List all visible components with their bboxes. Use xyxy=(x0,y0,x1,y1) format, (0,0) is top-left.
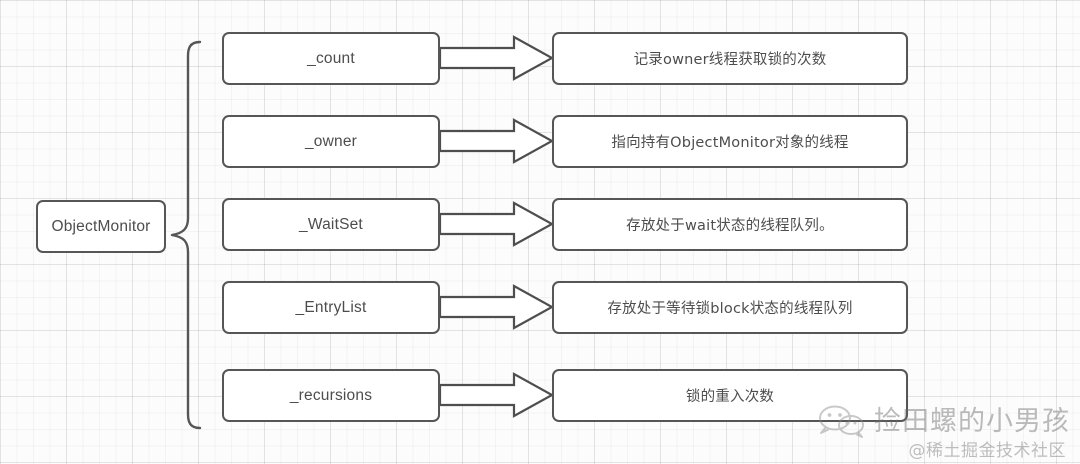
node-desc-2[interactable]: 存放处于wait状态的线程队列。 xyxy=(552,198,908,251)
block-arrow-icon-0 xyxy=(440,35,554,81)
node-field-2-label: _WaitSet xyxy=(299,215,363,233)
node-field-3-label: _EntryList xyxy=(295,298,367,316)
node-field-0-label: _count xyxy=(307,49,355,67)
block-arrow-icon-3 xyxy=(440,284,554,330)
node-desc-3[interactable]: 存放处于等待锁block状态的线程队列 xyxy=(552,281,908,334)
watermark-source: @稀土掘金技术社区 xyxy=(908,441,1066,461)
block-arrow-icon-1 xyxy=(440,118,554,164)
node-desc-0[interactable]: 记录owner线程获取锁的次数 xyxy=(552,32,908,85)
node-desc-2-label: 存放处于wait状态的线程队列。 xyxy=(626,218,834,234)
node-field-1-label: _owner xyxy=(304,132,358,150)
curly-brace-icon xyxy=(170,40,202,430)
node-desc-4-label: 锁的重入次数 xyxy=(685,389,775,405)
node-field-4-label: _recursions xyxy=(289,386,373,404)
node-desc-4[interactable]: 锁的重入次数 xyxy=(552,369,908,422)
node-field-4[interactable]: _recursions xyxy=(222,369,440,422)
node-desc-1[interactable]: 指向持有ObjectMonitor对象的线程 xyxy=(552,115,908,168)
block-arrow-icon-4 xyxy=(440,372,554,418)
node-field-2[interactable]: _WaitSet xyxy=(222,198,440,251)
node-object-monitor-label: ObjectMonitor xyxy=(51,217,151,235)
node-desc-0-label: 记录owner线程获取锁的次数 xyxy=(633,52,827,68)
node-desc-3-label: 存放处于等待锁block状态的线程队列 xyxy=(607,301,853,317)
node-field-3[interactable]: _EntryList xyxy=(222,281,440,334)
node-desc-1-label: 指向持有ObjectMonitor对象的线程 xyxy=(611,135,849,151)
node-field-0[interactable]: _count xyxy=(222,32,440,85)
block-arrow-icon-2 xyxy=(440,201,554,247)
node-object-monitor[interactable]: ObjectMonitor xyxy=(36,200,166,253)
node-field-1[interactable]: _owner xyxy=(222,115,440,168)
